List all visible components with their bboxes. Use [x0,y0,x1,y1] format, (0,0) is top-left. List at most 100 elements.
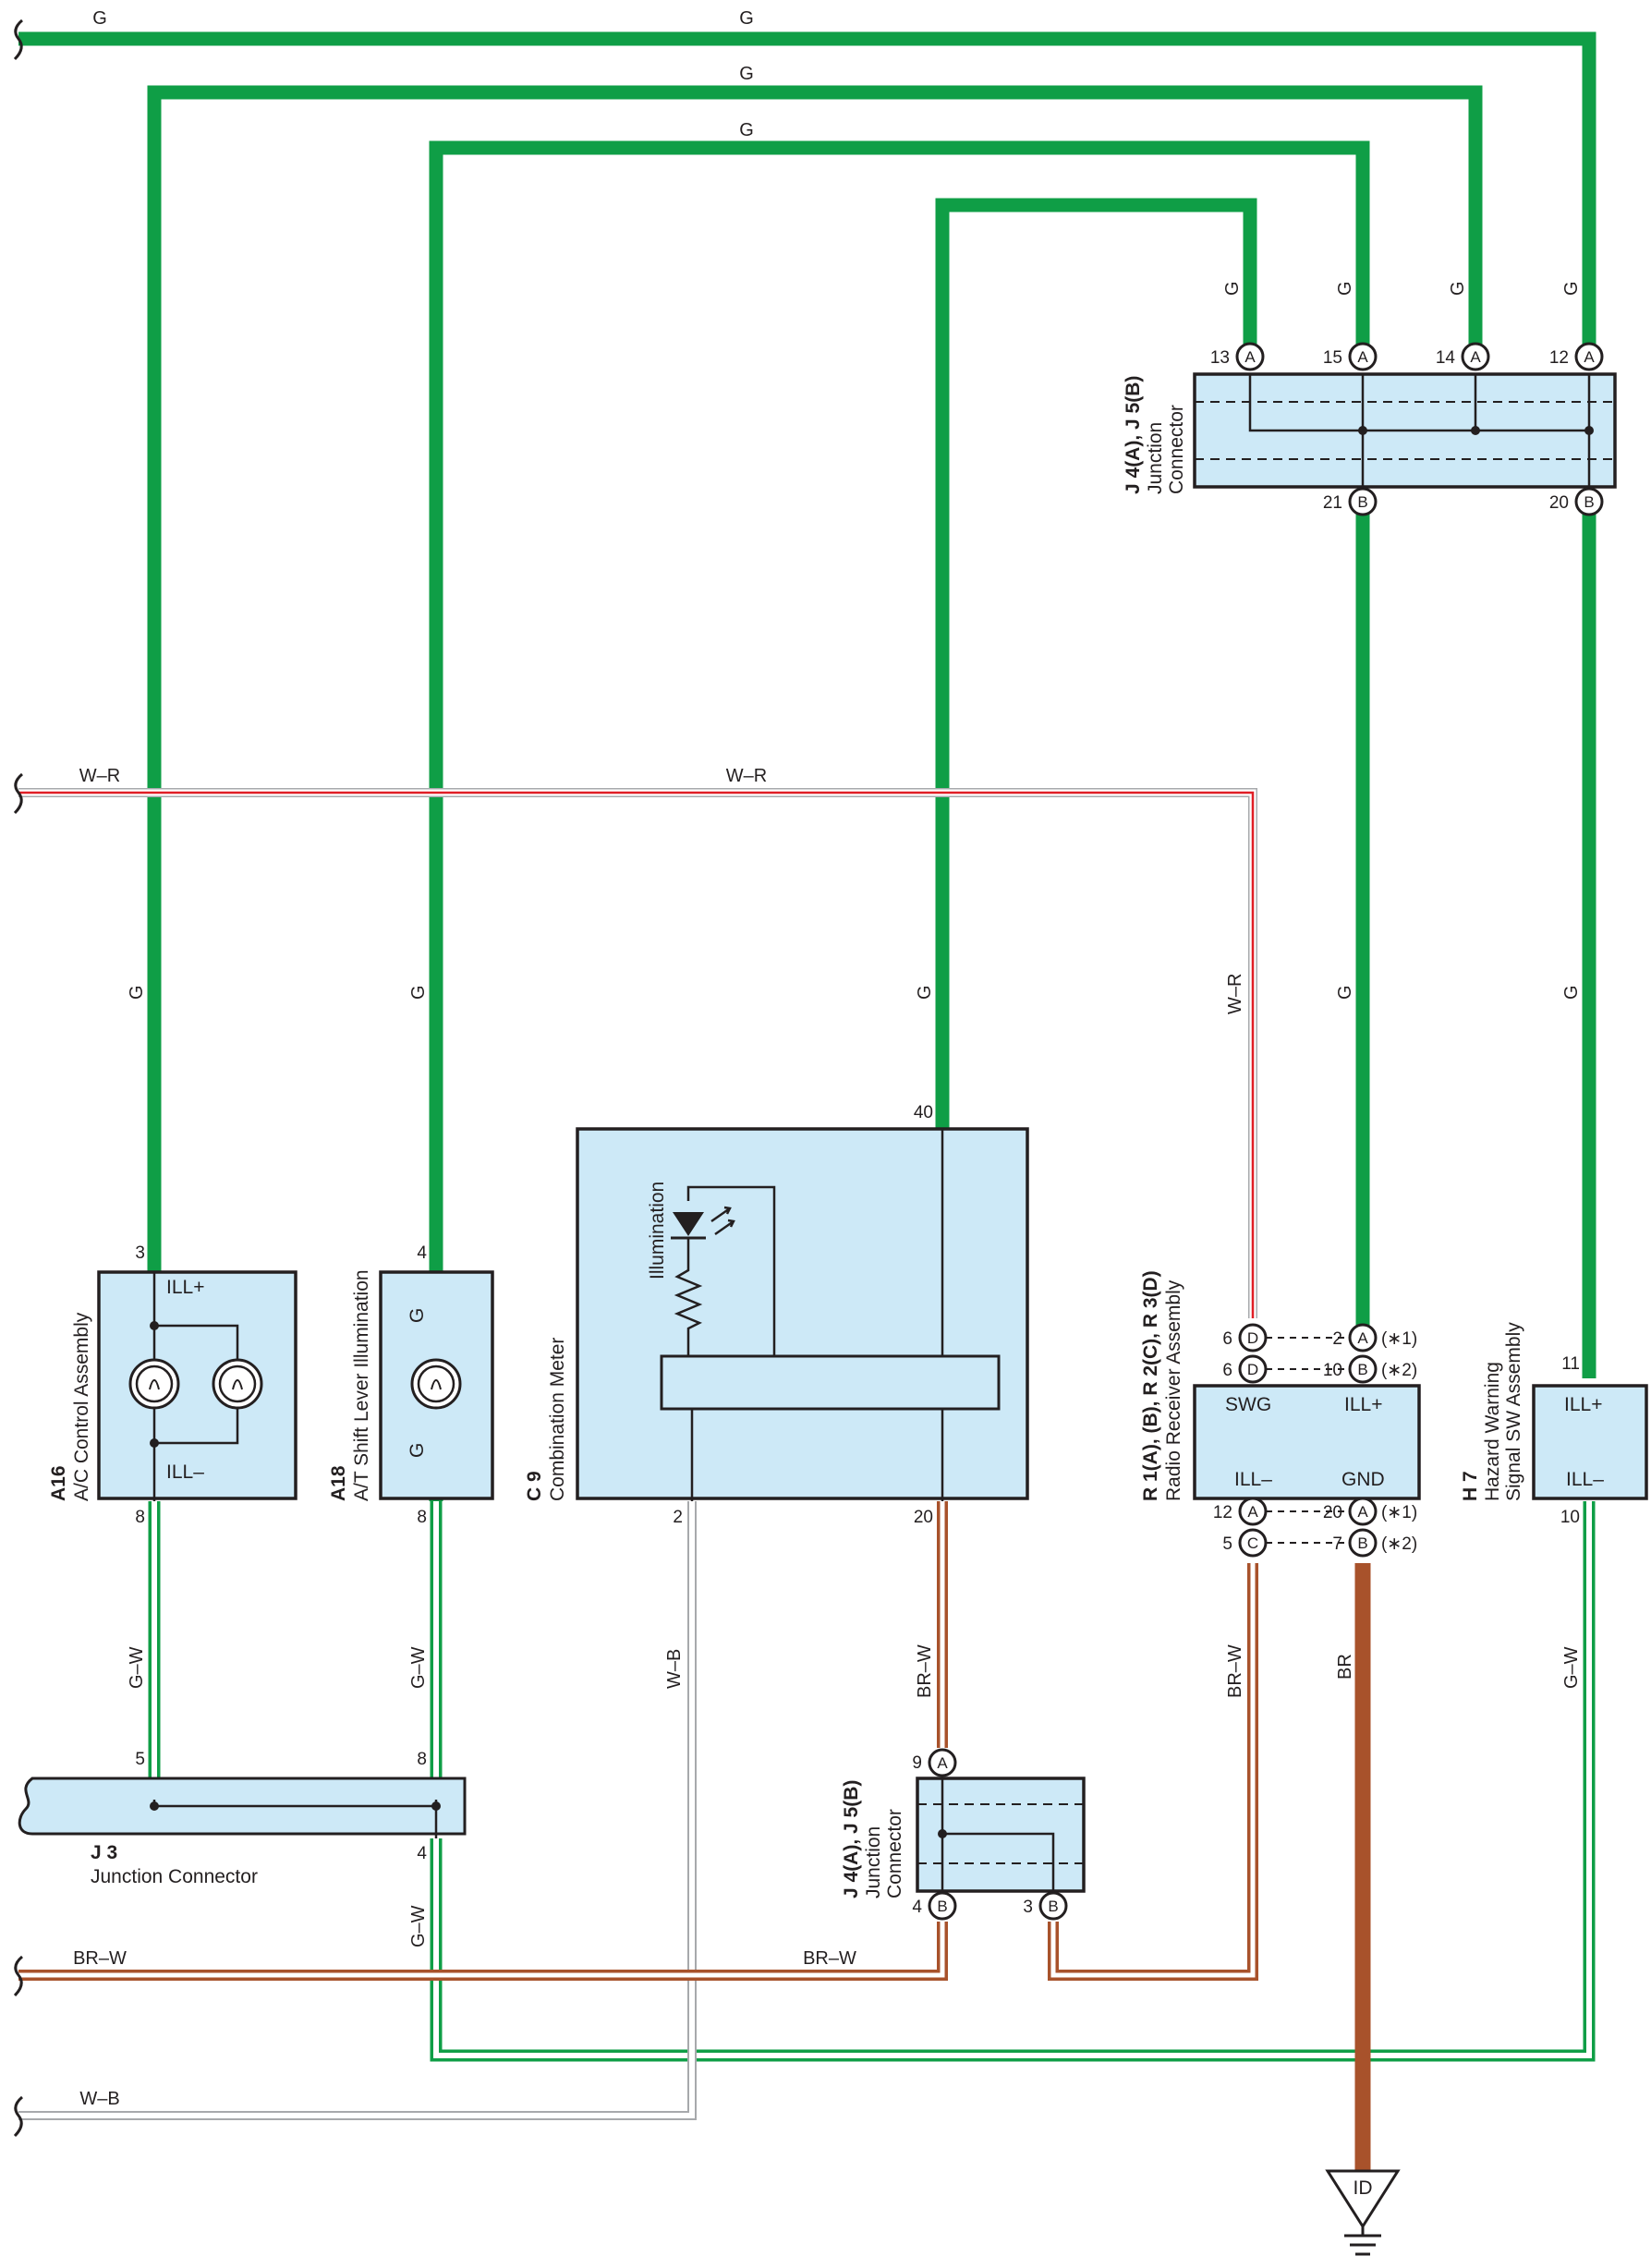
j3-junction-connector: J 3 Junction Connector [18,1777,467,1887]
svg-text:4: 4 [417,1844,427,1863]
svg-text:W–R: W–R [726,766,767,786]
j4-bottom-name2: Connector [884,1809,905,1898]
svg-text:20: 20 [914,1508,933,1527]
h7-hazard-warning-signal-sw: ILL+ ILL– H 7 Hazard Warning Signal SW A… [1460,1322,1648,1501]
bulb-icon [128,1358,180,1410]
svg-text:B: B [1584,493,1594,511]
svg-text:40: 40 [914,1103,933,1122]
svg-text:4: 4 [417,1243,427,1263]
svg-text:G: G [1561,281,1582,296]
svg-text:G: G [408,985,429,1000]
svg-text:6: 6 [1222,1361,1232,1380]
j3-ref: J 3 [91,1842,117,1863]
svg-text:B: B [1048,1898,1058,1915]
a16-ill-plus: ILL+ [166,1277,204,1298]
svg-text:A: A [1357,1503,1368,1521]
svg-text:A: A [937,1754,948,1772]
svg-text:B: B [1357,1361,1367,1378]
r1-gnd: GND [1341,1469,1385,1490]
svg-text:A: A [1247,1503,1258,1521]
svg-text:A: A [1357,1329,1368,1347]
r1-ill-plus: ILL+ [1344,1394,1382,1415]
svg-text:BR–W: BR–W [73,1948,127,1969]
h7-name1: Hazard Warning [1482,1362,1503,1501]
svg-text:G–W: G–W [127,1646,147,1689]
wire-wr [18,788,1257,1318]
a16-name: A/C Control Assembly [71,1312,92,1501]
wire-g-top-3 [429,140,1370,1501]
svg-text:G: G [915,985,935,1000]
svg-text:5: 5 [1222,1534,1232,1554]
c9-combination-meter: Illumination C 9 Combination Meter [524,1127,1029,1501]
j3-name: Junction Connector [91,1866,258,1887]
j4-bottom-name1: Junction [863,1826,884,1898]
ground-symbol: ID [1325,2169,1401,2256]
svg-text:20: 20 [1549,493,1569,513]
svg-text:G–W: G–W [1561,1646,1582,1689]
svg-text:(∗2): (∗2) [1381,1534,1417,1554]
svg-text:13: 13 [1210,348,1230,368]
wire-g-top-2 [147,85,1483,1272]
svg-text:2: 2 [673,1508,683,1527]
svg-text:G: G [739,8,754,29]
svg-text:9: 9 [912,1753,922,1773]
svg-text:C: C [1247,1534,1258,1552]
c9-ref: C 9 [524,1471,545,1501]
svg-text:12: 12 [1213,1503,1232,1522]
svg-text:G–W: G–W [408,1646,429,1689]
j4-junction-connector-top: J 4(A), J 5(B) Junction Connector [1123,372,1617,494]
svg-text:12: 12 [1549,348,1569,368]
resistor-icon [674,1238,703,1356]
connector-pins: A A A A B B D D A B A C A B A B B [928,342,1604,1921]
j4-top-name2: Connector [1166,405,1187,494]
svg-text:G: G [127,985,147,1000]
c9-illumination-label: Illumination [647,1182,668,1280]
a16-ref: A16 [48,1465,69,1501]
svg-text:G–W: G–W [408,1905,429,1947]
green-wires [18,31,1596,1501]
svg-text:BR: BR [1335,1654,1355,1680]
svg-text:G: G [739,120,754,140]
a16-ill-minus: ILL– [166,1461,204,1483]
svg-text:A: A [1357,348,1368,366]
svg-text:5: 5 [135,1750,145,1769]
wire-g-top-1 [18,31,1596,353]
a18-wire-g-upper: G [407,1308,428,1323]
r1-ill-minus: ILL– [1234,1469,1272,1490]
svg-text:B: B [937,1898,947,1915]
h7-ref: H 7 [1460,1471,1481,1501]
svg-text:21: 21 [1323,493,1342,513]
svg-text:D: D [1247,1329,1258,1347]
svg-text:BR–W: BR–W [1225,1644,1245,1698]
bulb-icon [410,1358,462,1410]
svg-text:W–B: W–B [79,2089,119,2109]
r1-radio-receiver-assembly: SWG ILL+ ILL– GND R 1(A), (B), R 2(C), R… [1140,1270,1421,1544]
svg-text:6: 6 [1222,1329,1232,1349]
a18-wire-g-lower: G [407,1443,428,1458]
j4-top-name1: Junction [1145,422,1166,494]
ground-id: ID [1354,2177,1373,2199]
svg-text:20: 20 [1323,1503,1342,1522]
svg-text:8: 8 [417,1750,427,1769]
wire-break-marks [13,18,23,2138]
svg-text:A: A [1584,348,1595,366]
svg-text:G: G [1335,281,1355,296]
svg-text:4: 4 [912,1898,922,1917]
r1-ref: R 1(A), (B), R 2(C), R 3(D) [1140,1270,1161,1501]
svg-text:B: B [1357,1534,1367,1552]
wire-wb [18,1501,697,2120]
j4-top-ref: J 4(A), J 5(B) [1123,376,1144,494]
svg-text:11: 11 [1561,1354,1580,1374]
led-icon [671,1206,735,1240]
c9-name: Combination Meter [547,1338,568,1501]
wire-g-top-4 [935,198,1257,1129]
svg-text:15: 15 [1323,348,1342,368]
svg-text:10: 10 [1560,1508,1580,1527]
svg-text:W–R: W–R [79,766,120,786]
svg-text:G: G [739,64,754,84]
svg-text:G: G [1335,985,1355,1000]
svg-text:3: 3 [135,1243,145,1263]
condition-notes: (∗1) (∗2) (∗1) (∗2) [1381,1329,1417,1554]
a16-ac-control-assembly: ILL+ ILL– A16 A/C Control Assembly [48,1270,297,1501]
